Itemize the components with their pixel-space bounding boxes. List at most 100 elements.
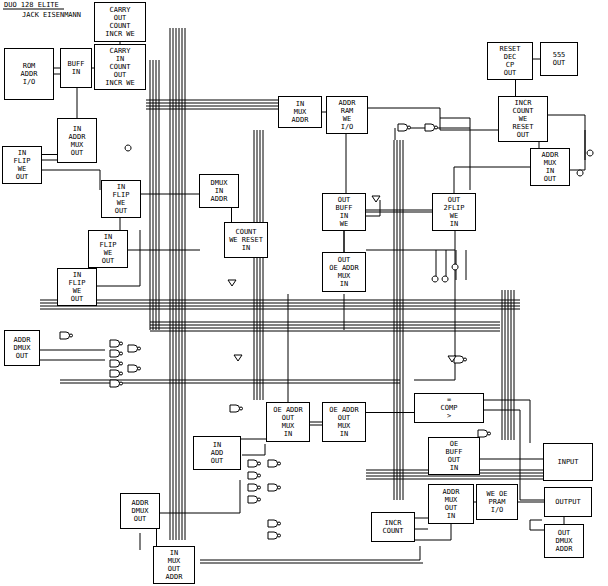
component-box: ADDRMUXOUTIN (428, 484, 474, 524)
pin-label: OUT (558, 529, 571, 537)
pin-label: COUNT (512, 107, 533, 115)
component-box: COUNTWE RESETIN (224, 222, 268, 258)
pin-label: OUT (16, 173, 29, 181)
pin-label: OUT (115, 207, 128, 215)
pin-label: OUT (517, 131, 530, 139)
pin-label: OUT (114, 14, 127, 22)
pin-label: ADD (211, 449, 224, 457)
pin-label: PRAM (489, 498, 506, 506)
component-box: CARRYOUTCOUNTINCR WE (94, 2, 146, 42)
pin-label: IN (72, 68, 80, 76)
pin-label: DMUX (132, 507, 149, 515)
pin-label: CP (506, 61, 514, 69)
component-box: OUTOE ADDRMUXIN (322, 252, 366, 292)
pin-label: OUT (71, 295, 84, 303)
pin-label: CARRY (109, 47, 130, 55)
component-box: WE OEPRAMI/O (476, 484, 518, 520)
pin-label: OUT (448, 196, 461, 204)
pin-label: OUT (211, 457, 224, 465)
pin-label: ADDR (211, 195, 228, 203)
pin-label: COMP (441, 404, 458, 412)
pin-label: IN (213, 441, 221, 449)
pin-label: ADDR (69, 133, 86, 141)
pin-label: IN (284, 430, 292, 438)
pin-label: WE (18, 165, 26, 173)
component-box: INMUXADDR (278, 96, 322, 128)
component-box: INFLIPWEOUT (2, 146, 42, 184)
component-box: INPUT (543, 443, 593, 481)
pin-label: IN (546, 167, 554, 175)
pin-label: IN (18, 149, 26, 157)
pin-label: INCR WE (105, 30, 135, 38)
pin-label: WE (450, 212, 458, 220)
pin-label: WE (104, 249, 112, 257)
pin-label: COUNT (382, 527, 403, 535)
pin-label: WE (519, 115, 527, 123)
pin-label: IN (242, 244, 250, 252)
pin-label: OE (450, 440, 458, 448)
pin-label: DEC (504, 53, 517, 61)
pin-label: OUT (114, 71, 127, 79)
wire-connector (366, 412, 414, 413)
pin-label: ADDR (132, 499, 149, 507)
pin-label: WE OE (486, 490, 507, 498)
pin-label: IN (340, 430, 348, 438)
pin-label: ADDR (14, 336, 31, 344)
pin-label: INCR (515, 99, 532, 107)
pin-label: IN (340, 280, 348, 288)
pin-label: RESET (512, 123, 533, 131)
pin-label: FLIP (113, 191, 130, 199)
pin-label: COUNT (109, 22, 130, 30)
author-text: JACK EISENMANN (22, 11, 81, 19)
pin-label: I/O (341, 123, 354, 131)
component-box: ROMADDRI/O (4, 48, 54, 100)
pin-label: OUT (134, 515, 147, 523)
component-box: INFLIPWEOUT (88, 230, 128, 268)
wire-connector (310, 422, 322, 423)
pin-label: COUNT (235, 228, 256, 236)
component-box: ADDRRAMWEI/O (326, 96, 368, 134)
pin-label: IN (447, 512, 455, 520)
wire-connector (156, 529, 157, 546)
pin-label: OUTPUT (555, 498, 580, 506)
pin-label: OUT (338, 196, 351, 204)
pin-label: ADDR (166, 573, 183, 581)
component-box: OUTBUFFINWE (322, 193, 366, 231)
pin-label: IN (215, 187, 223, 195)
component-box: OE ADDROUTMUXIN (322, 402, 366, 442)
component-box: =COMP> (414, 393, 484, 423)
pin-label: = (447, 396, 451, 404)
pin-label: BUFF (336, 204, 353, 212)
wire-connector (564, 517, 565, 524)
pin-label: I/O (491, 506, 504, 514)
pin-label: RAM (341, 107, 354, 115)
wire-connector (231, 208, 232, 222)
component-box: ADDRDMUXOUT (120, 493, 160, 529)
pin-label: COUNT (109, 63, 130, 71)
pin-label: MUX (338, 422, 351, 430)
pin-label: IN (170, 549, 178, 557)
pin-label: ADDR (556, 545, 573, 553)
pin-label: MUX (168, 557, 181, 565)
wire-connector (141, 194, 199, 195)
pin-label: DMUX (211, 179, 228, 187)
pin-label: WE (73, 287, 81, 295)
pin-label: 555 (553, 51, 566, 59)
pin-label: IN (450, 220, 458, 228)
component-box: INMUXOUTADDR (153, 546, 195, 584)
pin-label: OUT (544, 175, 557, 183)
pin-label: MUX (544, 159, 557, 167)
pin-label: BUFF (446, 448, 463, 456)
component-box: OEBUFFOUTIN (428, 437, 480, 475)
wire-connector (241, 439, 266, 440)
pin-label: IN (73, 125, 81, 133)
wire-connector (415, 518, 428, 519)
pin-label: OUT (338, 256, 351, 264)
pin-label: CARRY (109, 6, 130, 14)
pin-label: WE (117, 199, 125, 207)
pin-label: OUT (445, 504, 458, 512)
pin-label: MUX (445, 496, 458, 504)
component-box: DMUXINADDR (199, 174, 239, 208)
pin-label: ADDR (292, 116, 309, 124)
